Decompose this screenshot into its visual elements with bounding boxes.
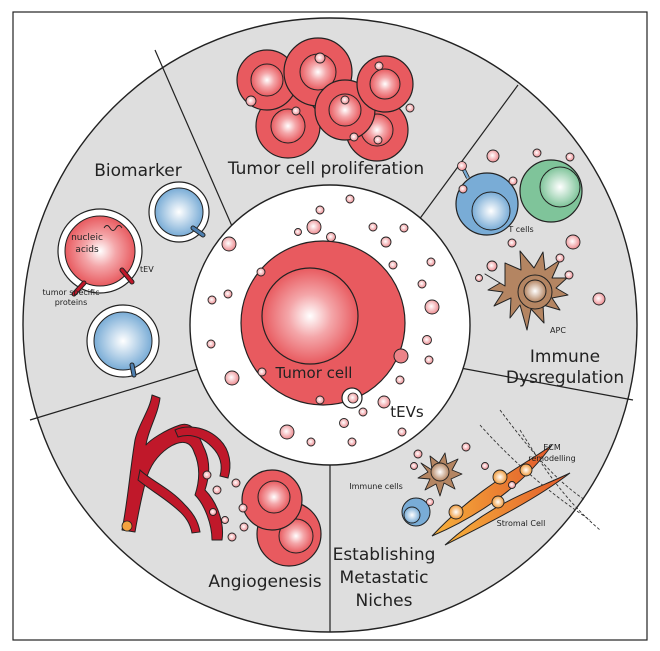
metastatic-vesicles: [410, 442, 516, 489]
apc-label: APC: [550, 326, 566, 335]
t-cells-label: T cells: [507, 225, 533, 234]
center-vesicles: [206, 194, 440, 447]
angio-tumor-cells: [241, 469, 322, 567]
tev-label: tEV: [140, 265, 154, 274]
biomarker-title: Biomarker: [94, 161, 181, 181]
ecm-label-line1: ECM: [543, 443, 561, 452]
angio-vesicles: [202, 470, 249, 542]
proliferating-cells: [236, 37, 414, 162]
apc-cell: [484, 250, 569, 331]
tumor-proteins-label-line2: proteins: [55, 298, 88, 307]
biomarker-blue-vesicle-bottom: [86, 304, 160, 378]
tumor-cell: [240, 240, 409, 409]
immune-vesicles: [458, 148, 606, 306]
stromal-cell-label: Stromal Cell: [497, 519, 546, 528]
proliferation-vesicles: [245, 52, 415, 145]
angiogenesis-label: Angiogenesis: [208, 572, 321, 592]
metastatic-label-line2: Metastatic: [340, 568, 429, 588]
nucleic-acids-label-line1: nucleic: [71, 233, 103, 243]
tevs-label: tEVs: [390, 403, 424, 421]
segment-dividers: [29, 49, 634, 632]
immune-label-line2: Dysregulation: [506, 368, 624, 388]
green-t-cell: [519, 159, 583, 223]
biomarker-blue-vesicle-top: [148, 181, 210, 243]
blood-vessel: [121, 394, 231, 541]
ecm-fibers: [479, 409, 601, 531]
proliferation-label: Tumor cell proliferation: [227, 159, 424, 179]
metastatic-label-line3: Niches: [356, 591, 413, 611]
immune-cell-small: [401, 452, 463, 527]
tumor-cell-label: Tumor cell: [275, 364, 353, 382]
metastatic-label-line1: Establishing: [333, 545, 436, 565]
stromal-cells: [431, 444, 571, 546]
immune-label-line1: Immune: [530, 347, 600, 367]
ecm-label-line2: remodelling: [528, 454, 576, 463]
blue-t-cell: [455, 161, 519, 236]
tumor-proteins-label-line1: tumor specific: [43, 288, 100, 297]
immune-cells-label: Immune cells: [349, 482, 402, 491]
tumor-nucleus: [261, 267, 359, 365]
biomarker-tev: [57, 208, 143, 297]
nucleic-acids-label-line2: acids: [75, 245, 99, 255]
